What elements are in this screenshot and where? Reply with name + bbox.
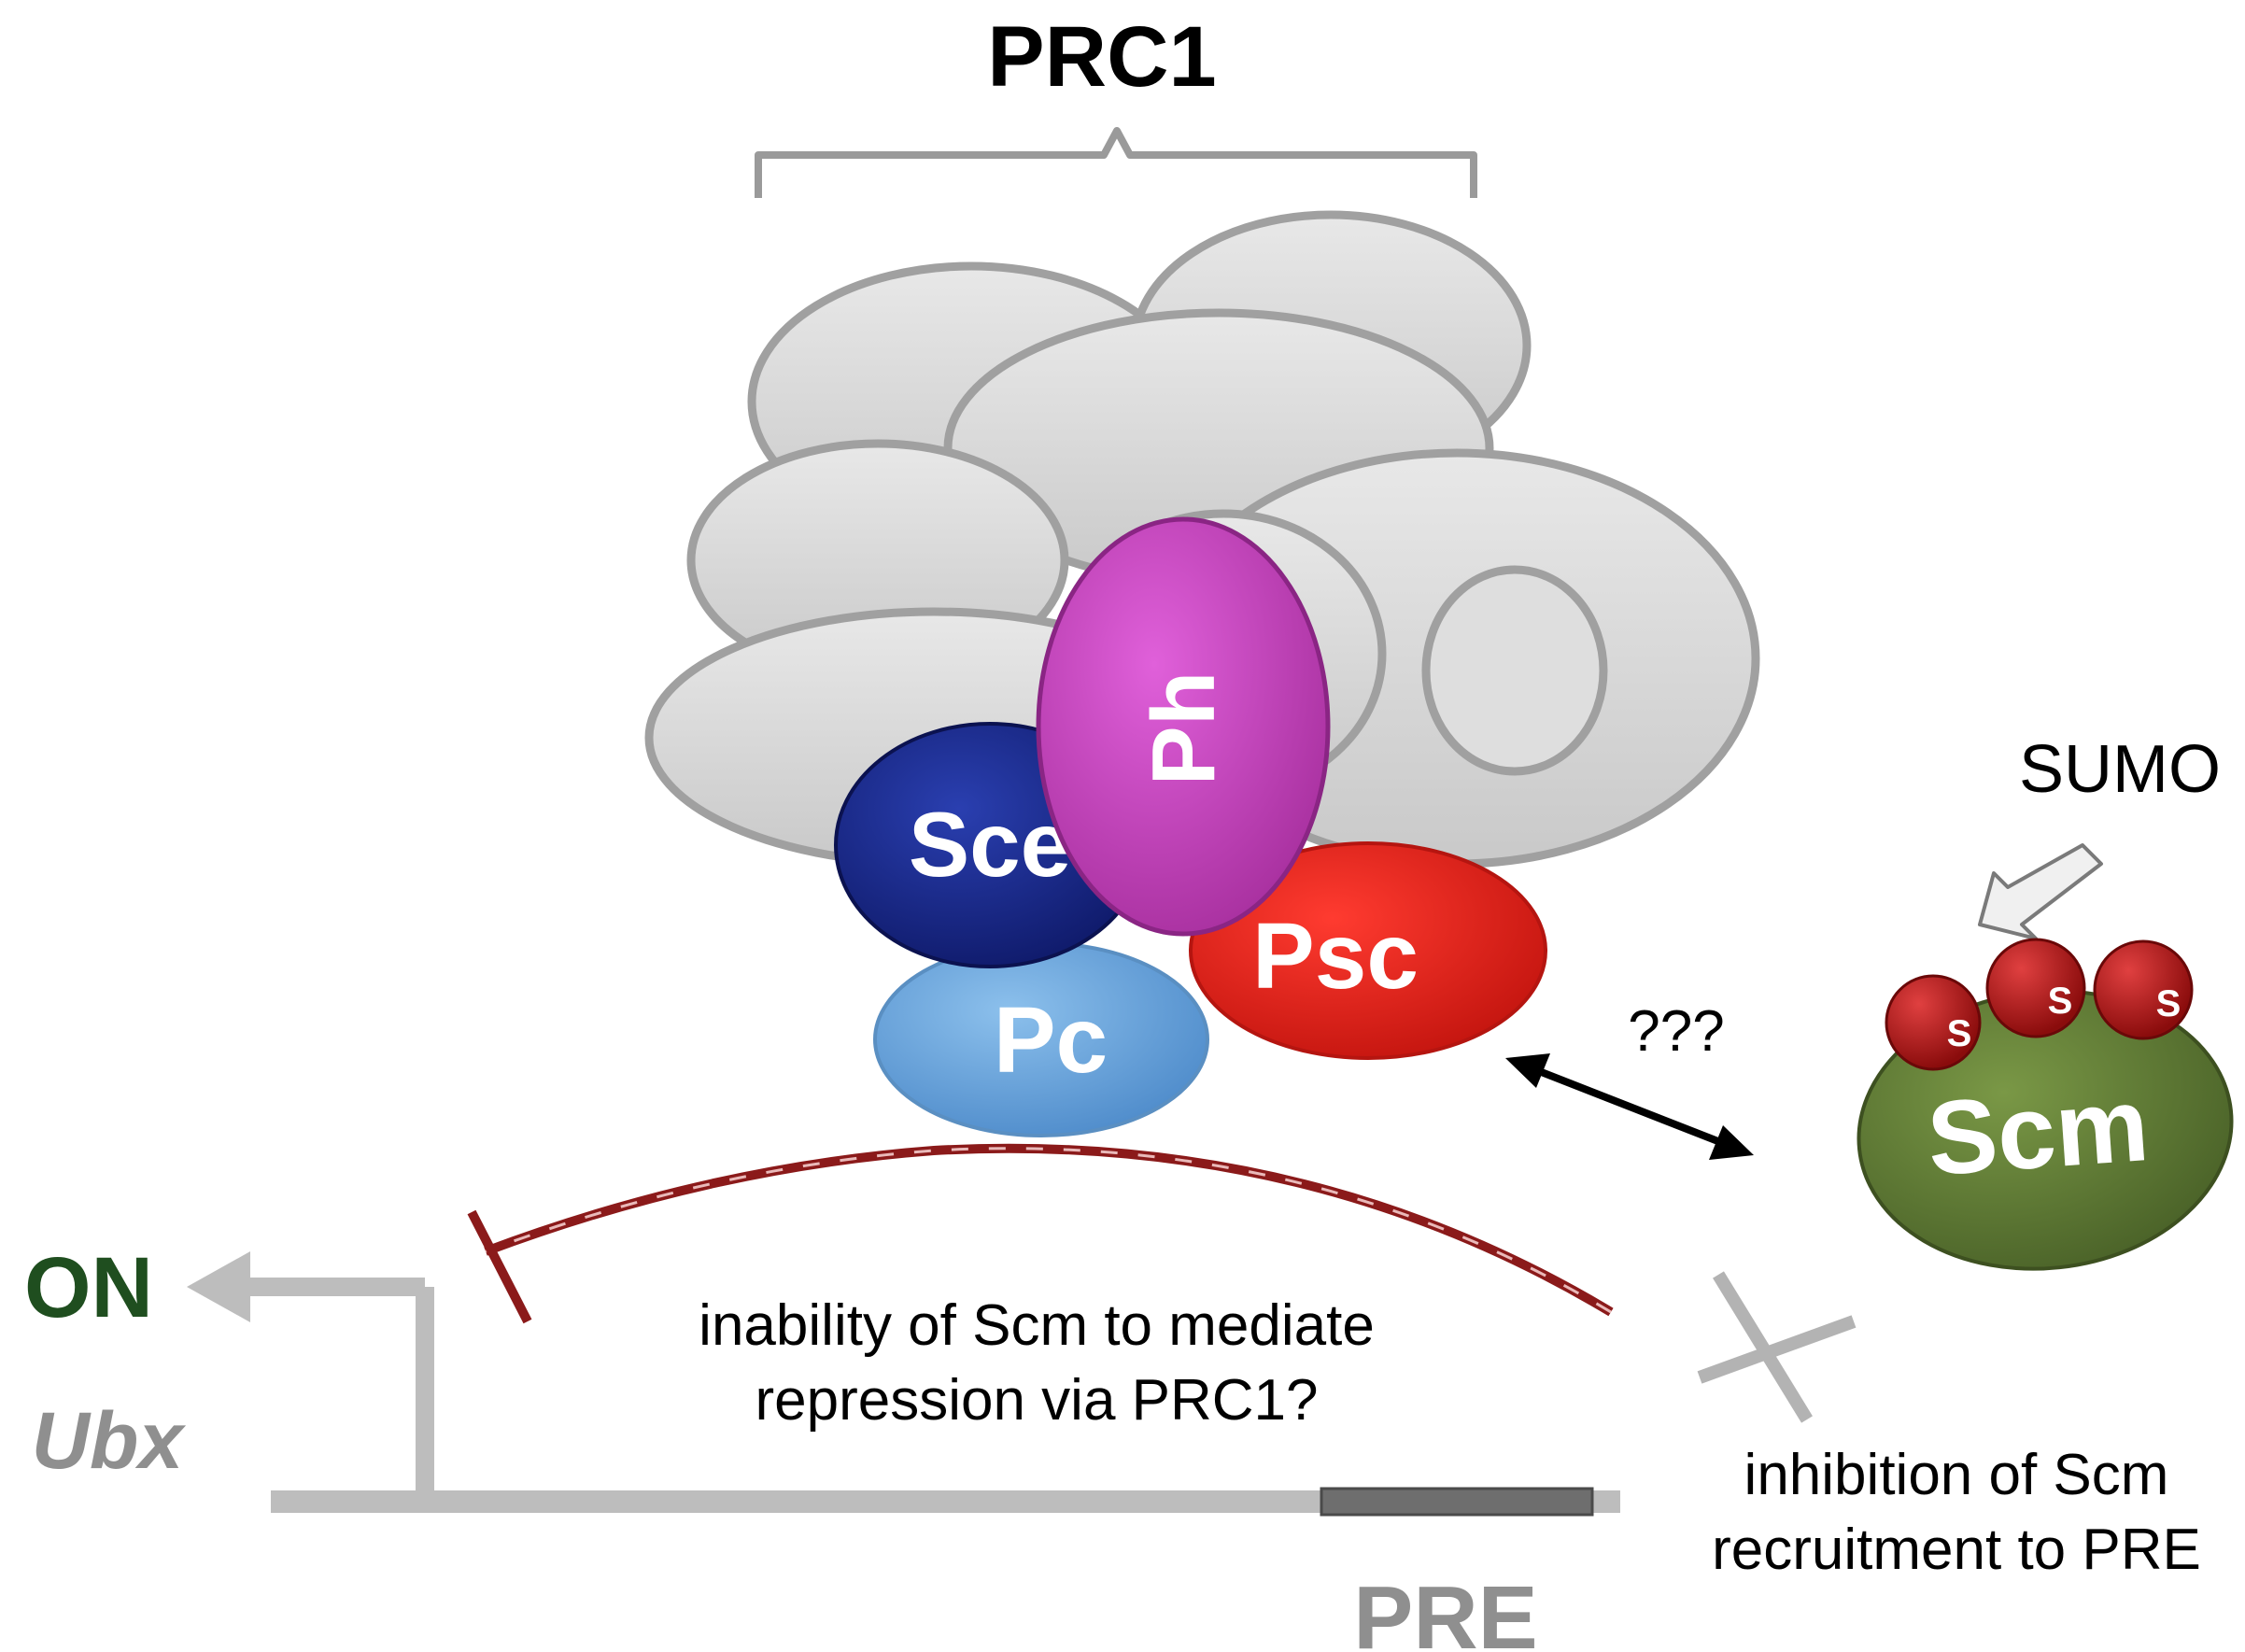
pc-label: Pc — [994, 988, 1108, 1093]
sumo-label: SUMO — [2019, 732, 2221, 807]
pre-label: PRE — [1353, 1568, 1537, 1652]
recruitment-block-x — [1697, 1271, 1857, 1423]
prc1-bracket — [755, 127, 1477, 198]
interaction-arrow — [1505, 1053, 1754, 1160]
sumo-arrow — [1978, 843, 2103, 940]
transcription-arrow-head — [187, 1251, 250, 1322]
ph-label: Ph — [1134, 671, 1234, 786]
psc-subunit: Psc — [1189, 841, 1547, 1060]
sumo-mark-3: S — [2156, 983, 2181, 1024]
sumo-modification-3: S — [2093, 939, 2194, 1040]
pc-subunit: Pc — [873, 941, 1209, 1137]
sumo-mark-1: S — [1947, 1013, 1972, 1054]
repression-annotation-line1: inability of Scm to mediate — [699, 1293, 1375, 1358]
scm-label: Scm — [1924, 1066, 2153, 1197]
sce-label: Sce — [909, 793, 1071, 896]
ph-subunit: Ph — [1036, 516, 1331, 937]
gray-subunit-inner-ring — [1421, 565, 1608, 776]
prc1-title: PRC1 — [987, 9, 1216, 105]
pre-element — [1320, 1487, 1594, 1517]
gene-state-label: ON — [24, 1240, 153, 1335]
recruitment-annotation-line1: inhibition of Scm — [1744, 1443, 2169, 1507]
ubx-gene-locus — [187, 1251, 1620, 1517]
interaction-question-label: ??? — [1628, 999, 1724, 1064]
sumo-modification-1: S — [1885, 974, 1982, 1071]
repression-inhibition-line — [467, 1143, 1614, 1324]
gene-name-label: Ubx — [32, 1396, 187, 1486]
repression-annotation-line2: repression via PRC1? — [755, 1368, 1318, 1433]
sumo-mark-2: S — [2048, 981, 2073, 1022]
psc-label: Psc — [1252, 904, 1419, 1009]
recruitment-annotation-line2: recruitment to PRE — [1712, 1518, 2201, 1582]
sumo-modification-2: S — [1985, 938, 2086, 1038]
